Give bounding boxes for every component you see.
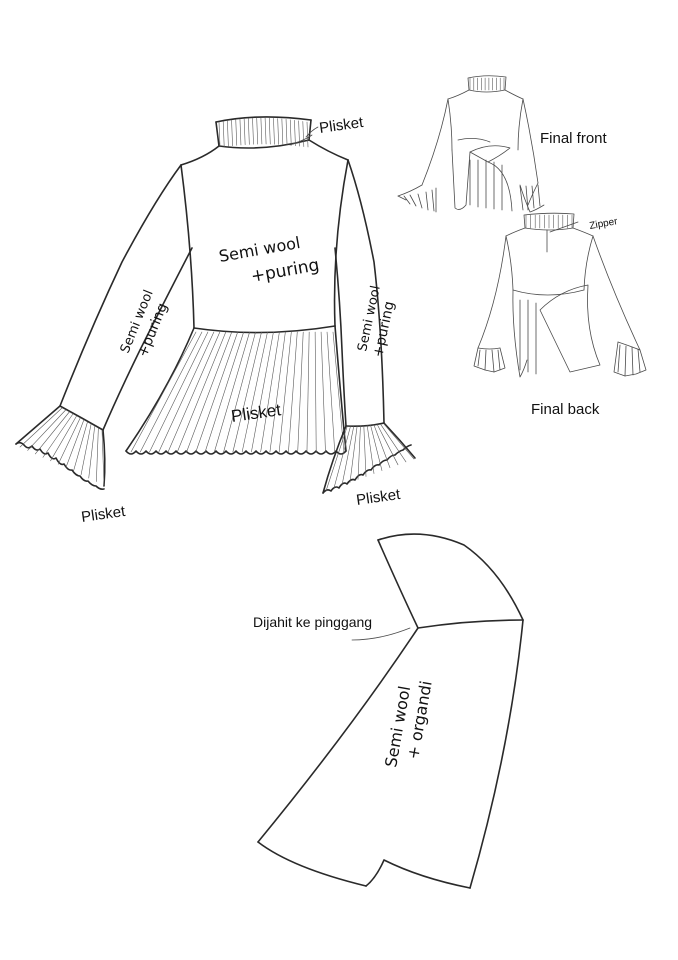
peplum-pleat-line <box>158 331 215 453</box>
collar-pleat-line <box>231 119 233 146</box>
peplum-pleat-line <box>232 331 262 453</box>
waist-label: Dijahit ke pinggang <box>253 614 372 630</box>
peplum-pleat-line <box>314 331 317 453</box>
main-blouse-sketch: Plisket Semi wool +puring Semi wool +pur… <box>15 114 416 526</box>
left-sleeve <box>15 164 193 490</box>
right-cuff-pleat-line <box>376 424 399 466</box>
peplum-label: Plisket <box>230 400 283 426</box>
collar-pleat-line <box>256 117 259 145</box>
pleated-collar <box>215 116 312 149</box>
collar-pleat-line <box>294 119 296 146</box>
collar-pleat-line <box>239 118 242 146</box>
right-sleeve <box>322 159 416 494</box>
left-cuff-pleat-line <box>88 425 96 479</box>
peplum-pleat-line <box>139 331 203 453</box>
right-cuff-pleat-line <box>349 425 358 483</box>
collar-pleat-line <box>222 121 225 147</box>
collar-pleat-line <box>260 117 263 145</box>
collar-pleat-line <box>302 121 305 147</box>
peplum-pleat-line <box>297 331 304 453</box>
collar-pleat-line <box>235 119 238 146</box>
collar-pleat-line <box>227 120 229 147</box>
final-back-title: Final back <box>531 401 600 418</box>
bodice <box>180 134 349 334</box>
collar-pleat-line <box>243 118 246 145</box>
peplum-pleat-line <box>332 331 345 453</box>
final-back-sketch: Zipper Final back <box>473 212 647 418</box>
collar-pleat-line <box>218 121 221 148</box>
peplum-pleat-line <box>186 331 233 453</box>
left-cuff-pleat-line <box>65 419 85 469</box>
peplum <box>125 325 347 455</box>
right-cuff-pleat-line <box>366 425 375 474</box>
right-cuff-pleat-line <box>333 426 351 489</box>
left-cuff-pleat-line <box>27 409 66 451</box>
collar-pleat-line <box>285 118 288 146</box>
zipper-pointer <box>549 221 579 233</box>
peplum-pleat-line <box>241 331 268 453</box>
peplum-pleat-line <box>269 331 286 453</box>
collar-pleat-line <box>268 117 271 145</box>
collar-pleat-line <box>281 118 284 145</box>
zipper-label: Zipper <box>589 216 619 232</box>
right-cuff-pleat-line <box>363 425 367 477</box>
peplum-pleat-line <box>288 331 298 453</box>
peplum-pleat-line <box>167 331 221 453</box>
right-cuff-pleat-line <box>373 424 391 469</box>
right-cuff-pleat-line <box>370 424 383 471</box>
left-cuff-pleat-line <box>19 407 63 448</box>
peplum-pleat-line <box>177 331 227 453</box>
left-cuff-pleat-line <box>80 423 92 475</box>
collar-pleat-line <box>248 118 250 145</box>
right-cuff-pleat-line <box>357 425 361 480</box>
left-cuff-label: Plisket <box>80 503 127 526</box>
peplum-pleat-line <box>214 331 250 453</box>
peplum-pleat-line <box>204 331 244 453</box>
left-cuff-pleat-line <box>34 411 70 455</box>
left-cuff-pleat-line <box>42 413 74 458</box>
collar-pleat-line <box>277 118 279 145</box>
peplum-pleat-line <box>260 331 280 453</box>
right-cuff-pleat-line <box>383 423 415 460</box>
drape-panel-sketch: Dijahit ke pinggang Semi wool + organdi <box>253 533 524 889</box>
collar-pleat-line <box>273 117 275 145</box>
left-cuff-pleat-line <box>73 421 88 472</box>
collar-pleat-line <box>306 121 309 148</box>
left-cuff-pleat-line <box>96 427 99 482</box>
collar-pleat-line <box>264 117 267 145</box>
bodice-label-line2: +puring <box>249 255 321 287</box>
peplum-pleat-line <box>130 331 197 453</box>
right-cuff-pleat-line <box>341 426 355 486</box>
final-front-sketch: Final front <box>397 75 608 213</box>
peplum-pleat-line <box>251 331 274 453</box>
peplum-pleat-line <box>195 331 238 453</box>
peplum-pleat-line <box>326 331 336 453</box>
collar-pleat-line <box>289 119 292 146</box>
peplum-pleat-line <box>306 331 310 453</box>
right-cuff-label: Plisket <box>355 486 402 509</box>
right-cuff-pleat-line <box>380 423 407 463</box>
collar-label: Plisket <box>318 114 365 137</box>
right-cuff-pleat-line <box>325 426 348 492</box>
left-cuff-pleat-line <box>57 417 81 465</box>
left-cuff-pleat-line <box>50 415 77 462</box>
peplum-pleat-line <box>320 331 326 453</box>
final-front-title: Final front <box>540 130 608 147</box>
peplum-pleat-line <box>149 331 209 453</box>
peplum-pleat-line <box>223 331 256 453</box>
peplum-pleat-line <box>278 331 292 453</box>
left-cuff-pleat-line <box>101 429 105 486</box>
collar-pleat-line <box>252 117 254 145</box>
